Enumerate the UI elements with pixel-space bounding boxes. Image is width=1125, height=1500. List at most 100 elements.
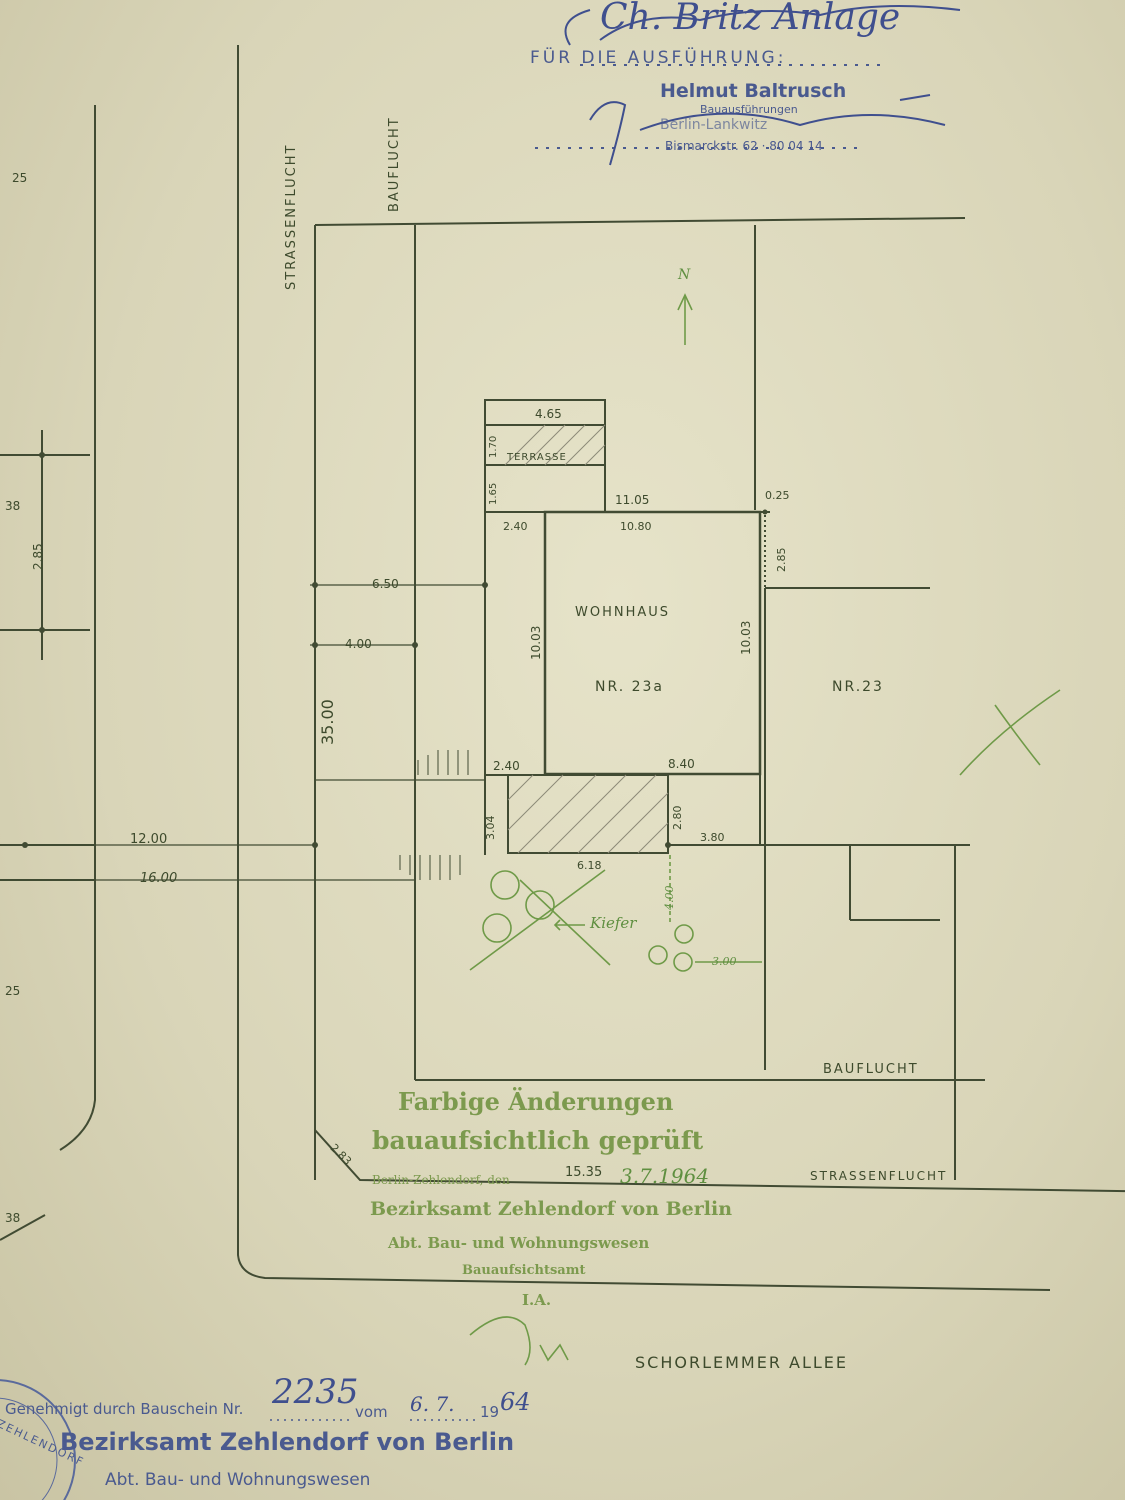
street-boundary-line <box>237 45 1051 1291</box>
strassenflucht-bottom-line <box>314 1129 1125 1193</box>
dim-plot-depth: 35.00 <box>318 699 337 745</box>
tree-note: Kiefer <box>590 914 637 932</box>
dim-garage-width: 6.18 <box>577 859 602 872</box>
official-seal <box>0 1379 76 1500</box>
dim-top-house: 10.80 <box>620 520 652 533</box>
dim-top-right-step: 0.25 <box>765 489 790 502</box>
dim-street-width: 15.35 <box>565 1165 603 1180</box>
contractor-subtitle: Bauausführungen <box>700 103 798 116</box>
survey-point <box>482 582 488 588</box>
stamp-date-hand: 3.7.1964 <box>620 1164 710 1188</box>
dim-bottom-right: 8.40 <box>668 757 695 771</box>
tree-symbol <box>674 924 694 944</box>
dim-house-depth-right: 10.03 <box>739 620 753 655</box>
approved-label: Genehmigt durch Bauschein Nr. <box>5 1400 244 1418</box>
dim-tree-width: 3.00 <box>712 955 737 968</box>
official-signature <box>469 1316 569 1366</box>
stamp-line-3: Berlin-Zehlendorf, den <box>372 1173 510 1187</box>
official-seal-inner <box>0 1397 58 1500</box>
date-day: 6. 7. <box>410 1392 455 1416</box>
dim-6-50-label: 6.50 <box>372 577 399 591</box>
survey-point <box>762 509 768 515</box>
dim-garage-right-height: 2.80 <box>671 805 684 831</box>
tree-symbol <box>525 890 555 920</box>
strassenflucht-label-bottom: STRASSENFLUCHT <box>810 1169 948 1183</box>
left-lower-line <box>0 1214 46 1241</box>
house-outline <box>543 510 762 776</box>
tree-note-arrow <box>553 919 585 931</box>
green-strike-2 <box>519 879 611 966</box>
survey-point <box>312 842 318 848</box>
dim-left-25-bottom: 25 <box>5 984 21 998</box>
garage-hatch <box>507 774 669 854</box>
contractor-city: Berlin-Lankwitz <box>660 117 768 133</box>
dim-left-38-bottom: 38 <box>5 1211 21 1225</box>
garage-outline <box>507 774 669 854</box>
tree-symbol <box>648 945 668 965</box>
north-arrow-head <box>677 293 693 311</box>
vom-label: vom <box>355 1403 388 1421</box>
green-strike-1 <box>469 869 606 971</box>
contractor-name: Helmut Baltrusch <box>660 80 847 102</box>
dim-garage-side: 3.80 <box>700 831 725 844</box>
stamp-line-6: Bauaufsichtsamt <box>462 1263 586 1278</box>
stamp-line-1: Farbige Änderungen <box>398 1087 674 1116</box>
dim-left-margin: 2.40 <box>503 520 528 533</box>
top-signature <box>564 5 961 46</box>
dim-terrace-width: 4.65 <box>535 407 562 421</box>
dim-left-38-top: 38 <box>5 499 21 513</box>
dim-left-25-top: 25 <box>12 171 28 185</box>
date-year-prefix: 19 <box>480 1403 500 1421</box>
bauflucht-label-left: BAUFLUCHT <box>387 116 402 212</box>
dim-left-2-85: 2.85 <box>31 543 45 570</box>
dim-terrace-depth: 1.70 <box>488 435 499 458</box>
tree-symbol <box>490 870 520 900</box>
dim-house-depth-left: 10.03 <box>529 625 543 660</box>
footer-office: Bezirksamt Zehlendorf von Berlin <box>60 1428 515 1456</box>
dim-4-00-label: 4.00 <box>345 637 372 651</box>
stamp-line-5: Abt. Bau- und Wohnungswesen <box>388 1234 650 1252</box>
street-name: SCHORLEMMER ALLEE <box>635 1353 849 1372</box>
plot-top-line <box>314 217 966 226</box>
survey-point <box>312 582 318 588</box>
date-year-suffix: 64 <box>500 1388 531 1416</box>
bauflucht-label-bottom: BAUFLUCHT <box>823 1062 919 1077</box>
stamp-line-4: Bezirksamt Zehlendorf von Berlin <box>370 1198 733 1220</box>
neighbor-number: NR.23 <box>832 679 884 695</box>
dim-right-step-depth: 2.85 <box>775 547 788 573</box>
dim-garage-left-height: 3.04 <box>484 815 497 841</box>
survey-point <box>39 627 45 633</box>
dim-terrace-offset: 1.65 <box>488 482 499 505</box>
dim-16-label: 16.00 <box>140 871 178 886</box>
footer-dept: Abt. Bau- und Wohnungswesen <box>105 1470 371 1490</box>
survey-point <box>312 642 318 648</box>
execution-label: FÜR DIE AUSFÜHRUNG: <box>530 48 787 68</box>
survey-point <box>39 452 45 458</box>
strassenflucht-label-left: STRASSENFLUCHT <box>284 143 299 290</box>
survey-point <box>665 842 671 848</box>
top-signature-text: Ch. Britz Anlage <box>600 0 901 38</box>
permit-number: 2235 <box>272 1372 359 1412</box>
dim-bottom-left: 2.40 <box>493 759 520 773</box>
stamp-line-2: bauaufsichtlich geprüft <box>372 1126 704 1155</box>
north-label: N <box>678 267 691 283</box>
terrace-hatch <box>504 424 606 466</box>
contractor-address: Bismarckstr. 62 · 80 04 14 <box>665 139 823 153</box>
green-cross-mark <box>959 689 1061 776</box>
terrace-label: TERRASSE <box>507 452 567 463</box>
tree-symbol <box>482 913 512 943</box>
dim-tree-distance: 4.00 <box>663 885 676 911</box>
contractor-signature <box>589 101 946 166</box>
dim-top-total: 11.05 <box>615 493 650 507</box>
stamp-dash <box>899 94 931 101</box>
house-number: NR. 23a <box>595 679 664 695</box>
tree-symbol <box>673 952 693 972</box>
left-curve-line <box>59 950 96 1151</box>
house-title: WOHNHAUS <box>575 605 671 620</box>
stamp-line-7: I.A. <box>522 1291 552 1309</box>
survey-point <box>412 642 418 648</box>
survey-point <box>22 842 28 848</box>
dim-12-label: 12.00 <box>130 832 168 847</box>
